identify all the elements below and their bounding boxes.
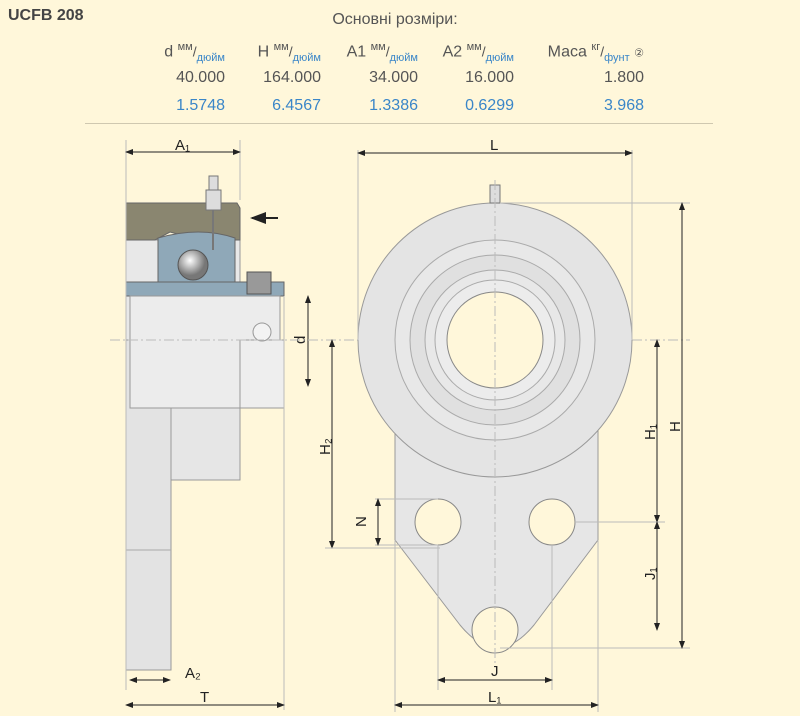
unit-bottom[interactable]: фунт [604, 52, 630, 65]
product-model: UCFB 208 [8, 7, 84, 24]
col-label: A2 [442, 43, 463, 61]
unit-bottom[interactable]: дюйм [196, 52, 225, 65]
label-j: J [491, 663, 499, 680]
value-a2-mm: 16.000 [465, 69, 514, 86]
section-title: Основні розміри: [332, 11, 458, 28]
unit-top: мм [466, 40, 482, 53]
value-a1-mm: 34.000 [369, 69, 418, 86]
divider [85, 123, 713, 124]
value-mass-lb: 3.968 [603, 97, 644, 114]
col-label: Маса [547, 43, 587, 61]
unit-top: мм [370, 40, 386, 53]
unit-bottom[interactable]: дюйм [485, 52, 514, 65]
ball [177, 249, 209, 281]
front-view: L H H₁ J₁ H₂ N J L₁ [317, 137, 690, 712]
label-h1: H₁ [642, 424, 659, 440]
value-h-mm: 164.000 [263, 69, 321, 86]
unit-top: мм [273, 40, 289, 53]
col-label: A1 [346, 43, 367, 61]
unit-bottom[interactable]: дюйм [292, 52, 321, 65]
value-d-mm: 40.000 [176, 69, 225, 86]
col-header-d: d мм/дюйм [164, 40, 225, 65]
label-t: T [200, 689, 209, 706]
label-h2: H₂ [317, 438, 334, 455]
label-a2: A₂ [185, 665, 201, 682]
table-header-row: d мм/дюйм H мм/дюйм A1 мм/дюйм A2 мм/дюй… [120, 38, 644, 64]
label-h: H [667, 421, 684, 432]
grease-nipple-icon [205, 189, 222, 211]
unit-top: кг [591, 40, 601, 53]
bolt-hole [528, 498, 576, 546]
label-d: d [292, 336, 309, 344]
col-header-h: H мм/дюйм [257, 40, 321, 65]
value-d-inch: 1.5748 [176, 97, 225, 114]
label-l: L [490, 137, 498, 154]
table-row-mm: 40.000 164.000 34.000 16.000 1.800 [120, 64, 644, 92]
value-a2-inch: 0.6299 [465, 97, 514, 114]
col-header-mass: Маса кг/фунт ② [547, 40, 644, 65]
value-mass-kg: 1.800 [603, 69, 644, 86]
table-row-inch: 1.5748 6.4567 1.3386 0.6299 3.968 [120, 92, 644, 120]
col-header-a1: A1 мм/дюйм [346, 40, 418, 65]
value-h-inch: 6.4567 [272, 97, 321, 114]
side-view: A₁ A₂ T d [110, 137, 690, 710]
unit-bottom[interactable]: дюйм [389, 52, 418, 65]
dimensions-table: d мм/дюйм H мм/дюйм A1 мм/дюйм A2 мм/дюй… [120, 38, 644, 120]
footnote-2-icon[interactable]: ② [634, 47, 644, 60]
label-j1: J₁ [642, 567, 659, 580]
col-label: H [257, 43, 270, 61]
col-label: d [164, 43, 174, 61]
bolt-hole [414, 498, 462, 546]
value-a1-inch: 1.3386 [369, 97, 418, 114]
col-header-a2: A2 мм/дюйм [442, 40, 514, 65]
label-a1: A₁ [175, 137, 190, 154]
label-n: N [353, 516, 370, 527]
unit-top: мм [177, 40, 193, 53]
label-l1: L₁ [488, 689, 501, 706]
set-screw [246, 271, 272, 295]
